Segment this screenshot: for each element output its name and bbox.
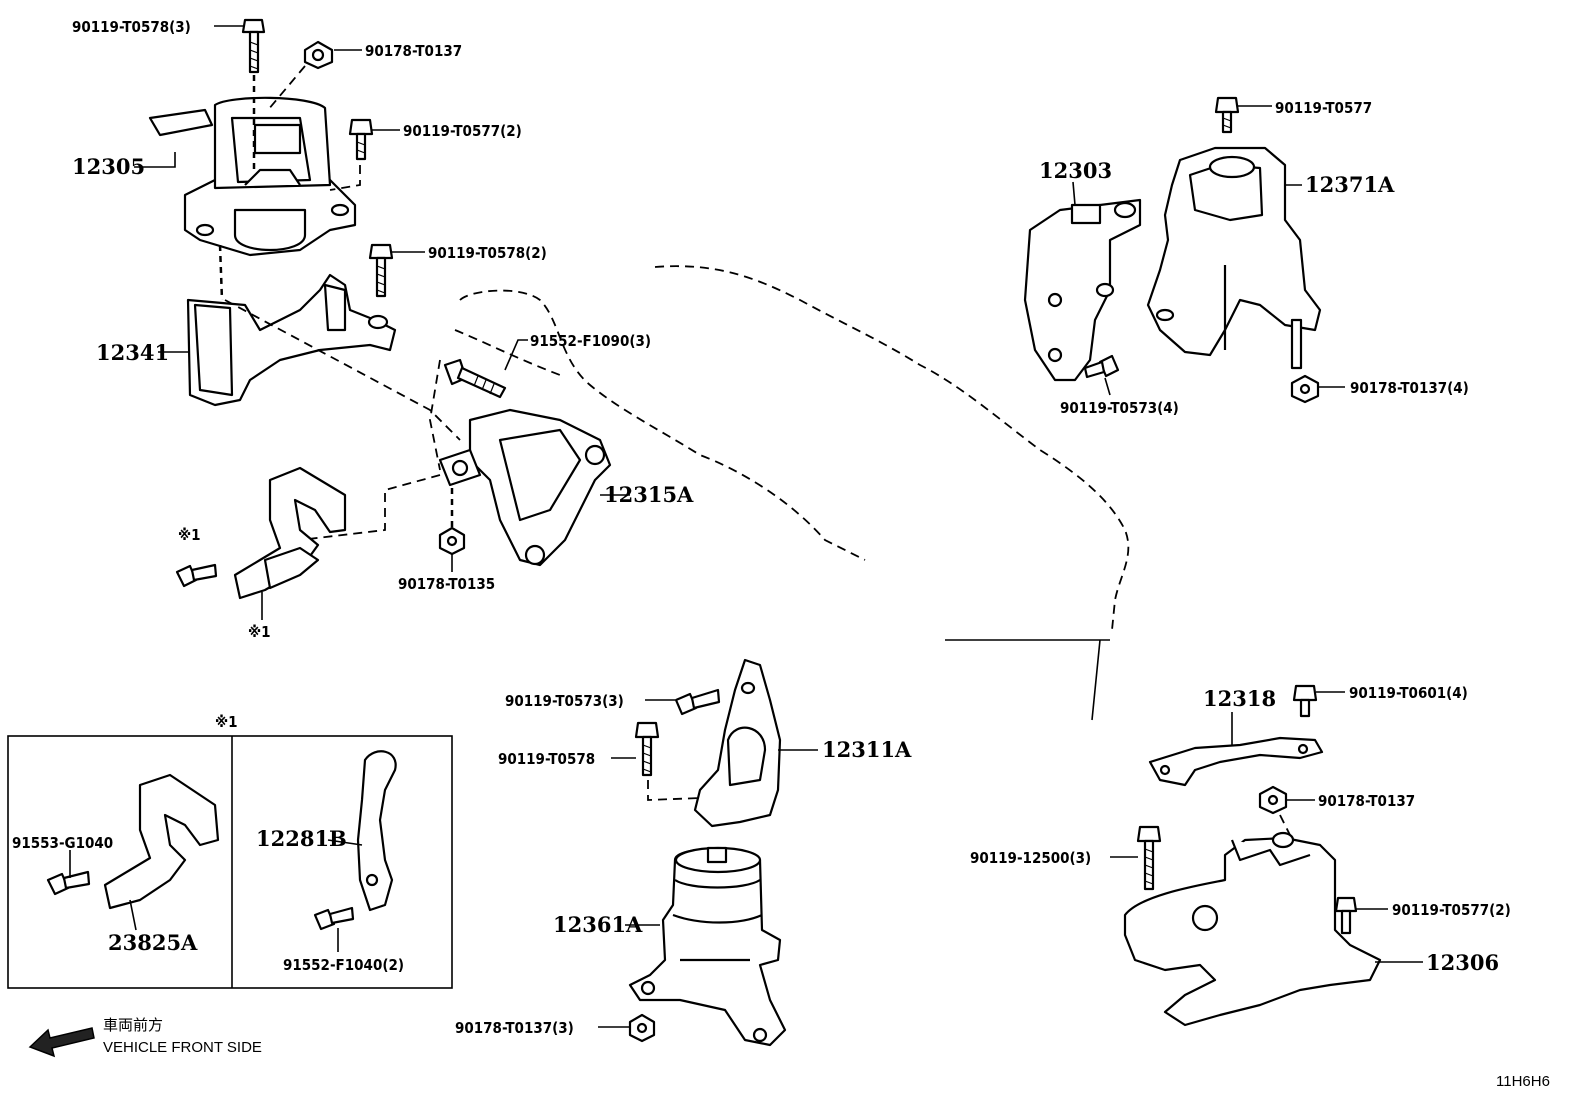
label-90119-T0601-4: 90119-T0601(4) (1349, 684, 1468, 702)
engine-mount-12361A (628, 846, 787, 1047)
direction-japanese: 車両前方 (103, 1017, 163, 1034)
bracket-12281B (356, 750, 397, 912)
bracket-12315A (438, 408, 612, 567)
engine-mount-12305 (148, 96, 357, 257)
label-90119-T0573-4: 90119-T0573(4) (1060, 399, 1179, 417)
bolt-91553-G1040 (46, 870, 91, 896)
label-12341: 12341 (96, 340, 169, 365)
direction-english: VEHICLE FRONT SIDE (103, 1039, 262, 1056)
bolt-90119-T0577-2-bottom-right (1334, 896, 1358, 935)
bolt-90119-T0578-center (634, 721, 660, 777)
bracket-12303 (1023, 198, 1142, 382)
label-12315A: 12315A (604, 482, 694, 507)
bracket-12318 (1148, 736, 1324, 787)
label-12311A: 12311A (822, 737, 912, 762)
label-12318: 12318 (1203, 686, 1276, 711)
dash-line (329, 165, 361, 191)
label-ref1-b: ※1 (248, 623, 271, 641)
label-90119-T0578-3: 90119-T0578(3) (72, 18, 191, 36)
nut-90178-T0137-top (303, 40, 334, 70)
label-90178-T0137-3: 90178-T0137(3) (455, 1019, 574, 1037)
label-90178-T0137-4: 90178-T0137(4) (1350, 379, 1469, 397)
bolt-90119-T0578-2 (368, 243, 394, 298)
dash-line (218, 244, 224, 301)
label-90119-T0577: 90119-T0577 (1275, 99, 1372, 117)
label-90119-T0578-2: 90119-T0578(2) (428, 244, 547, 262)
engine-mount-12371A (1146, 146, 1322, 370)
bolt-90119-T0578-3 (241, 18, 266, 74)
engine-mount-12306 (1123, 831, 1382, 1027)
dash-line (267, 65, 306, 111)
bracket-12341 (186, 273, 397, 407)
label-90178-T0137-bottom-right: 90178-T0137 (1318, 792, 1415, 810)
label-91553-G1040: 91553-G1040 (12, 834, 113, 852)
label-ref1-a: ※1 (178, 526, 201, 544)
label-12361A: 12361A (553, 912, 643, 937)
label-91552-F1090-3: 91552-F1090(3) (530, 332, 651, 350)
bolt-90119-T0577-2-top (348, 118, 374, 161)
leader-lines (69, 25, 1423, 1028)
dash-line (647, 780, 701, 801)
inset-frame (7, 735, 453, 989)
front-direction-arrow-icon (28, 1027, 95, 1058)
label-90119-T0577-2-top: 90119-T0577(2) (403, 122, 522, 140)
bolt-90119-12500-3 (1136, 825, 1162, 891)
protector-left (233, 466, 347, 600)
label-12303: 12303 (1039, 158, 1112, 183)
label-90119-T0573-3: 90119-T0573(3) (505, 692, 624, 710)
nut-90178-T0135 (438, 526, 466, 556)
protector-23825A (103, 773, 220, 910)
bolt-90119-T0573-3 (674, 688, 721, 716)
bolt-ref1-left (175, 563, 218, 588)
bolt-90119-T0601-4 (1292, 684, 1318, 718)
bolt-91552-F1040-2 (313, 906, 355, 931)
label-91552-F1040-2: 91552-F1040(2) (283, 956, 404, 974)
label-ref1-c: ※1 (215, 713, 238, 731)
dash-line (224, 299, 461, 441)
engine-outline (429, 265, 1130, 721)
label-12306: 12306 (1426, 950, 1499, 975)
label-90119-12500-3: 90119-12500(3) (970, 849, 1091, 867)
label-90119-T0578-center: 90119-T0578 (498, 750, 595, 768)
label-12305: 12305 (72, 154, 145, 179)
label-90178-T0137-top: 90178-T0137 (365, 42, 462, 60)
dash-line (1279, 814, 1296, 846)
bolt-90119-T0573-4 (1083, 354, 1120, 379)
dash-line (299, 474, 441, 541)
label-90178-T0135: 90178-T0135 (398, 575, 495, 593)
diagram-code: 11H6H6 (1496, 1073, 1550, 1090)
nut-90178-T0137-bottom-right (1258, 785, 1288, 815)
bolt-90119-T0577-top-right (1214, 96, 1240, 134)
label-23825A: 23825A (108, 930, 198, 955)
label-12371A: 12371A (1305, 172, 1395, 197)
part-labels: 90119-T0578(3) 90178-T0137 90119-T0577(2… (12, 18, 1550, 1090)
nut-90178-T0137-4 (1290, 374, 1320, 404)
nut-90178-T0137-3 (628, 1013, 656, 1043)
bracket-12311A (693, 658, 782, 828)
label-12281B: 12281B (256, 826, 347, 851)
bolt-91552-F1090-3 (443, 358, 507, 399)
label-90119-T0577-2-bottom-right: 90119-T0577(2) (1392, 901, 1511, 919)
